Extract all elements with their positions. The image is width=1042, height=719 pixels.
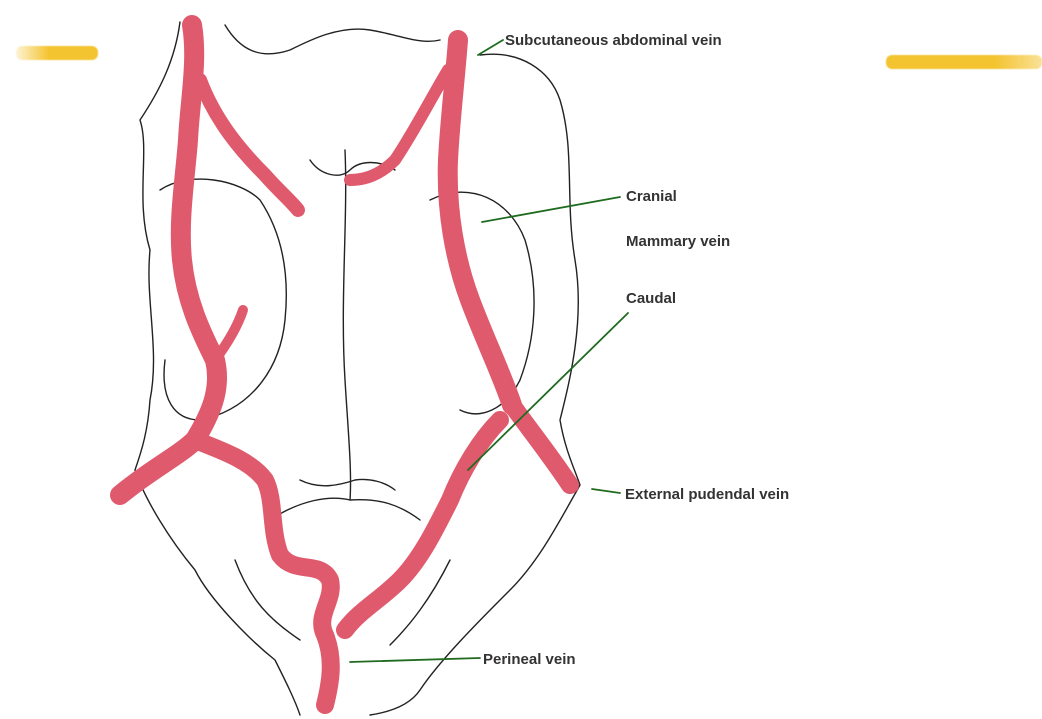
label-perineal-vein: Perineal vein <box>483 652 576 667</box>
label-mammary-vein: Mammary vein <box>626 234 730 249</box>
outline-top <box>225 25 440 54</box>
outline-teat-area <box>300 160 395 490</box>
veins <box>120 25 570 705</box>
label-caudal: Caudal <box>626 291 676 306</box>
outline-lower <box>270 498 420 520</box>
label-external-pudendal-vein: External pudendal vein <box>625 487 789 502</box>
vein-right-lower <box>345 420 500 630</box>
vein-right-main <box>448 40 512 405</box>
vein-left-lower <box>195 440 331 705</box>
leader-cranial <box>482 197 620 222</box>
label-subcutaneous-abdominal-vein: Subcutaneous abdominal vein <box>505 33 722 48</box>
leader-external-pudendal <box>592 489 620 493</box>
leader-perineal <box>350 658 480 662</box>
vein-left-side-branch <box>215 310 243 360</box>
midline <box>343 150 350 500</box>
leader-subcutaneous <box>478 40 503 55</box>
label-cranial: Cranial <box>626 189 677 204</box>
vein-left-cranial-branch <box>200 80 298 210</box>
